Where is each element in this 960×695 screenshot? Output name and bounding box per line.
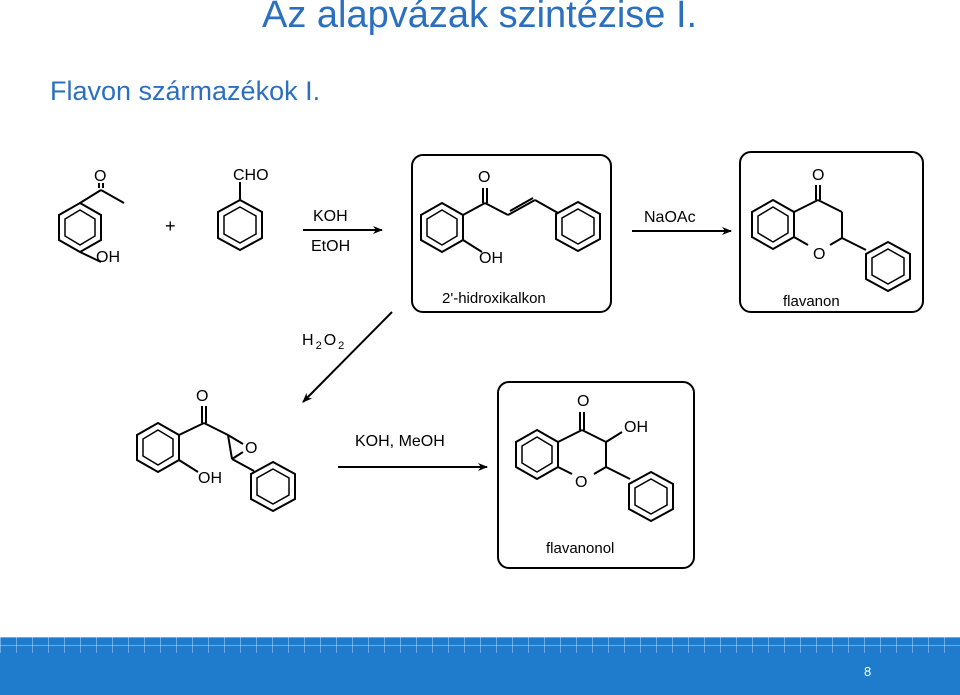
compound-chalcone bbox=[420, 188, 601, 254]
compound-flavanone-box bbox=[739, 151, 924, 313]
compound-hydroxyacetophenone-o-label: O bbox=[94, 168, 106, 185]
compound-flavanone bbox=[751, 185, 911, 293]
compound-flavanonol-o-label: O bbox=[577, 393, 589, 410]
reaction-scheme: O OH + CHO KOH EtOH O OH 2'-hidroxikalko… bbox=[58, 151, 924, 569]
compound-flavanone-name: flavanon bbox=[783, 293, 840, 310]
reagent-h2o2-o: O bbox=[324, 332, 336, 349]
compound-benzaldehyde-cho-label: CHO bbox=[233, 167, 269, 184]
compound-epoxide-ring-o-label: O bbox=[245, 440, 257, 457]
compound-chalcone-oh-label: OH bbox=[479, 250, 503, 267]
plus-sign: + bbox=[165, 216, 176, 236]
slide-title: Az alapvázak szintézise I. bbox=[262, 0, 698, 36]
reagent-h2o2-sub2: 2 bbox=[338, 340, 344, 352]
reagent-koh: KOH bbox=[313, 208, 348, 225]
reagent-etoh: EtOH bbox=[311, 238, 350, 255]
arrow-epoxidation bbox=[302, 311, 393, 403]
compound-chalcone-o-label: O bbox=[478, 169, 490, 186]
reagent-h2o2-sub1: 2 bbox=[316, 340, 322, 352]
compound-epoxide bbox=[136, 406, 296, 513]
compound-flavanone-o-label: O bbox=[812, 167, 824, 184]
compound-flavanonol-ring-o-label: O bbox=[575, 474, 587, 491]
reagent-h2o2-h: H bbox=[302, 332, 314, 349]
reagent-naoac: NaOAc bbox=[644, 209, 696, 226]
compound-chalcone-box bbox=[411, 154, 612, 313]
compound-chalcone-name: 2'-hidroxikalkon bbox=[442, 290, 546, 307]
compound-hydroxyacetophenone bbox=[58, 183, 125, 263]
compound-flavanonol-box bbox=[497, 381, 695, 569]
compound-hydroxyacetophenone-oh-label: OH bbox=[96, 249, 120, 266]
reagent-koh-meoh: KOH, MeOH bbox=[355, 433, 445, 450]
compound-flavanonol-name: flavanonol bbox=[546, 540, 614, 557]
page-number: 8 bbox=[864, 664, 872, 679]
slide-subtitle: Flavon származékok I. bbox=[50, 76, 321, 106]
compound-flavanonol bbox=[515, 412, 674, 523]
compound-epoxide-oh-label: OH bbox=[198, 470, 222, 487]
footer-bar bbox=[0, 637, 960, 695]
compound-flavanone-ring-o-label: O bbox=[813, 246, 825, 263]
compound-epoxide-o-label: O bbox=[196, 388, 208, 405]
compound-benzaldehyde bbox=[217, 182, 263, 252]
footer-grid-pattern bbox=[0, 637, 960, 653]
compound-flavanonol-oh-label: OH bbox=[624, 419, 648, 436]
